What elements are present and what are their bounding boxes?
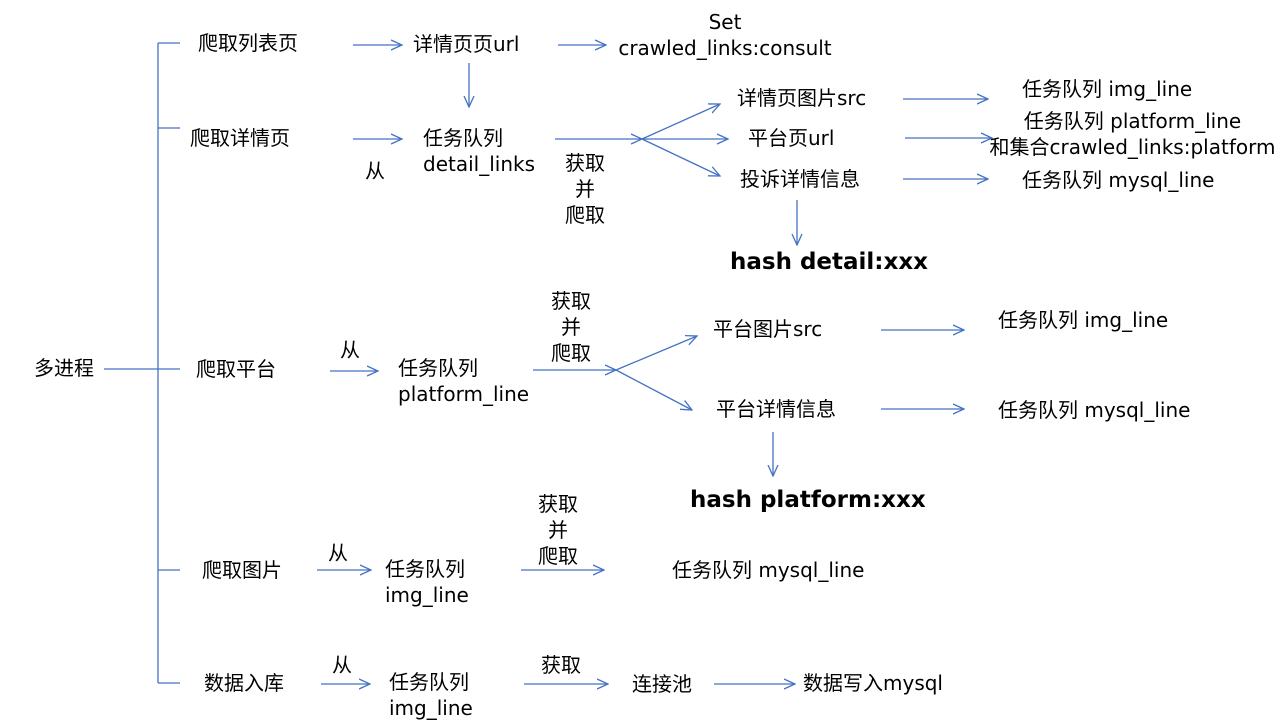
action-detail-1: 获取 (565, 151, 605, 175)
action-detail: 获取 并 爬取 (555, 150, 615, 228)
fan-detail-up (641, 104, 720, 140)
action-image-1: 获取 (538, 492, 578, 516)
action-image-2: 并 (548, 518, 568, 542)
queue-platform-line: 任务队列 platform_line (398, 355, 529, 407)
platform-url-node: 平台页url (748, 126, 835, 150)
complaint-detail-node: 投诉详情信息 (740, 167, 860, 191)
branch-platform-label: 爬取平台 (196, 357, 276, 381)
queue-detail-line-2: detail_links (423, 152, 536, 176)
set-node: Set crawled_links:consult (610, 9, 840, 61)
detail-url-node: 详情页页url (413, 32, 520, 56)
branch-detail-page-label: 爬取详情页 (190, 126, 290, 150)
fan-platform-down (615, 369, 692, 410)
platform-img-src-node: 平台图片src (713, 317, 823, 341)
dest-img-line-1: 任务队列 img_line (1022, 77, 1193, 101)
action-image: 获取 并 爬取 (528, 491, 588, 569)
queue-platform-line-1: 任务队列 (398, 356, 478, 380)
branch-db-label: 数据入库 (204, 671, 284, 695)
queue-img-line-2: img_line (385, 583, 469, 607)
platform-detail-node: 平台详情信息 (716, 397, 836, 421)
from-label-detail: 从 (365, 159, 385, 183)
hash-detail: hash detail:xxx (730, 249, 929, 275)
queue-platform-line-2: platform_line (398, 382, 530, 406)
dest-mysql-line-2: 任务队列 mysql_line (998, 398, 1191, 422)
branch-image-label: 爬取图片 (202, 558, 282, 582)
connection-pool-node: 连接池 (632, 672, 692, 696)
queue-db-line-1: 任务队列 (389, 670, 469, 694)
detail-img-src-node: 详情页图片src (737, 86, 867, 110)
write-mysql-node: 数据写入mysql (803, 671, 943, 695)
action-detail-2: 并 (575, 177, 595, 201)
dest-img-line-2: 任务队列 img_line (998, 308, 1169, 332)
from-label-image: 从 (328, 541, 348, 565)
queue-img-line: 任务队列 img_line (385, 556, 469, 608)
queue-db-line-2: img_line (389, 696, 473, 720)
dest-platform-line: 任务队列 platform_line 和集合crawled_links:plat… (985, 108, 1280, 160)
queue-detail-links: 任务队列 detail_links (423, 125, 535, 177)
from-label-db: 从 (332, 653, 352, 677)
dest-mysql-line-3: 任务队列 mysql_line (672, 558, 865, 582)
set-line-1: Set (708, 10, 742, 34)
queue-img-line-1: 任务队列 (385, 557, 465, 581)
set-line-2: crawled_links:consult (618, 36, 832, 60)
hash-platform: hash platform:xxx (690, 487, 926, 513)
action-db: 获取 (541, 653, 581, 677)
action-detail-3: 爬取 (565, 203, 605, 227)
action-platform-1: 获取 (551, 289, 591, 313)
queue-db-img-line: 任务队列 img_line (389, 669, 473, 721)
queue-detail-line-1: 任务队列 (423, 126, 503, 150)
dest-platform-line-1: 任务队列 platform_line (1023, 109, 1242, 133)
fan-detail-down (641, 138, 720, 176)
dest-mysql-line-1: 任务队列 mysql_line (1022, 168, 1215, 192)
dest-platform-line-2: 和集合crawled_links:platform (989, 135, 1276, 159)
fan-platform-up (615, 336, 697, 371)
root-node-label: 多进程 (34, 356, 94, 380)
action-image-3: 爬取 (538, 544, 578, 568)
branch-list-page-label: 爬取列表页 (198, 31, 298, 55)
action-platform-2: 并 (561, 315, 581, 339)
action-platform-3: 爬取 (551, 341, 591, 365)
action-platform: 获取 并 爬取 (541, 288, 601, 366)
from-label-platform: 从 (340, 338, 360, 362)
